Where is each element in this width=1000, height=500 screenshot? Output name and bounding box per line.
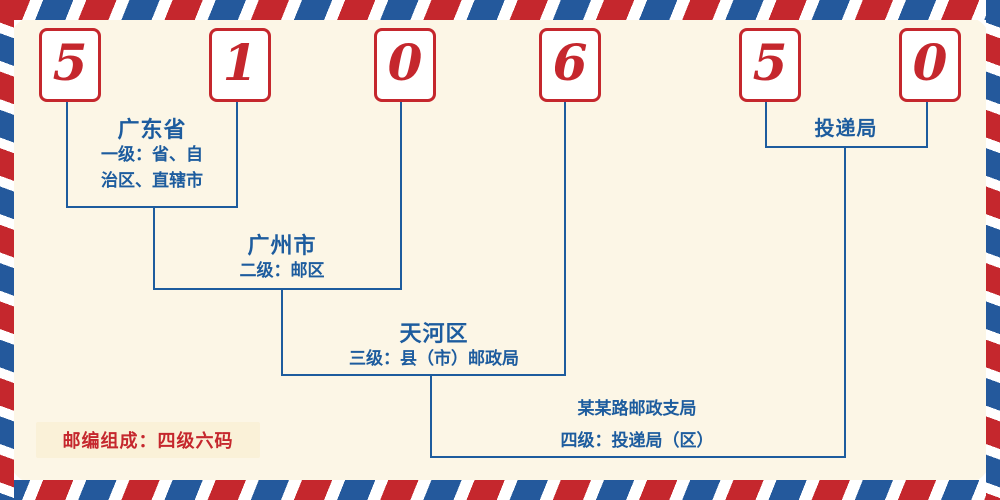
connector-level1-left xyxy=(66,96,68,208)
airmail-stripe-border-left xyxy=(0,0,14,500)
postal-digit-box-4: 6 xyxy=(539,28,601,102)
connector-level2-left xyxy=(153,206,155,290)
postal-digit-box-2: 1 xyxy=(209,28,271,102)
connector-level3-bottom xyxy=(281,374,566,376)
postal-digit-2: 1 xyxy=(222,33,258,92)
postal-digit-1: 5 xyxy=(52,33,88,92)
airmail-stripe-border-right xyxy=(986,0,1000,500)
level2-description: 二级：邮区 xyxy=(239,261,325,280)
envelope-background xyxy=(10,17,990,483)
level1-description-line1: 一级：省、自 xyxy=(101,145,203,164)
level4-description: 四级：投递局（区） xyxy=(560,431,714,450)
postal-digit-4: 6 xyxy=(552,33,588,92)
connector-level2-right xyxy=(400,96,402,290)
connector-delivery-right xyxy=(926,96,928,148)
connector-level4-left xyxy=(430,374,432,458)
level2-region-name: 广州市 xyxy=(247,233,317,258)
postal-digit-3: 0 xyxy=(387,33,423,92)
postal-code-composition-note: 邮编组成：四级六码 xyxy=(36,422,260,458)
delivery-bureau-label: 投递局 xyxy=(814,118,878,140)
postal-digit-box-1: 5 xyxy=(39,28,101,102)
postal-digit-box-6: 0 xyxy=(899,28,961,102)
level1-description: 一级：省、自 治区、直辖市 xyxy=(72,142,232,195)
level3-description: 三级：县（市）邮政局 xyxy=(349,349,519,368)
postal-digit-box-3: 0 xyxy=(374,28,436,102)
airmail-stripe-border-bottom xyxy=(0,480,1000,500)
connector-level1-bottom xyxy=(66,206,238,208)
connector-level2-bottom xyxy=(153,288,402,290)
connector-delivery-bottom xyxy=(765,146,928,148)
postal-digit-5: 5 xyxy=(752,33,788,92)
connector-level3-right xyxy=(564,96,566,376)
airmail-stripe-border-top xyxy=(0,0,1000,20)
postal-digit-6: 0 xyxy=(912,33,948,92)
level3-region-name: 天河区 xyxy=(399,321,469,346)
connector-level4-bottom xyxy=(430,456,846,458)
level4-branch-name: 某某路邮政支局 xyxy=(577,399,697,418)
connector-level1-right xyxy=(236,96,238,208)
connector-delivery-left xyxy=(765,96,767,148)
postal-digit-box-5: 5 xyxy=(739,28,801,102)
connector-level3-left xyxy=(281,288,283,376)
level1-description-line2: 治区、直辖市 xyxy=(101,171,203,191)
level1-region-name: 广东省 xyxy=(117,117,187,142)
connector-level4-right xyxy=(844,146,846,458)
